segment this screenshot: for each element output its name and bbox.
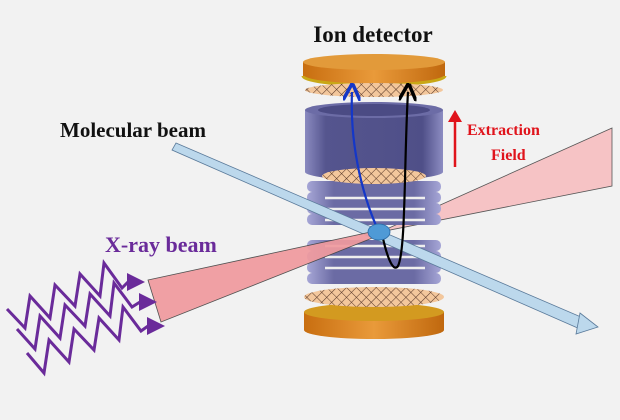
middle-mesh — [322, 168, 426, 184]
top-mesh — [305, 83, 443, 97]
top-detector — [301, 54, 447, 97]
extraction-electrode — [305, 102, 443, 184]
molecular-beam-label: Molecular beam — [60, 118, 207, 142]
ion-detector-title: Ion detector — [313, 22, 432, 47]
extraction-field-label-line2: Field — [491, 147, 526, 164]
extraction-field-label-line1: Extraction — [467, 122, 540, 139]
ion-interaction-point — [367, 223, 391, 241]
xray-beam-label: X-ray beam — [105, 232, 217, 257]
xray-wave-icon — [5, 259, 165, 377]
bottom-detector — [304, 287, 444, 339]
extraction-arrow-icon — [448, 110, 462, 167]
ion-trajectory-black — [380, 92, 408, 269]
bottom-mesh — [304, 287, 444, 307]
ion-trajectory-blue — [352, 92, 380, 231]
